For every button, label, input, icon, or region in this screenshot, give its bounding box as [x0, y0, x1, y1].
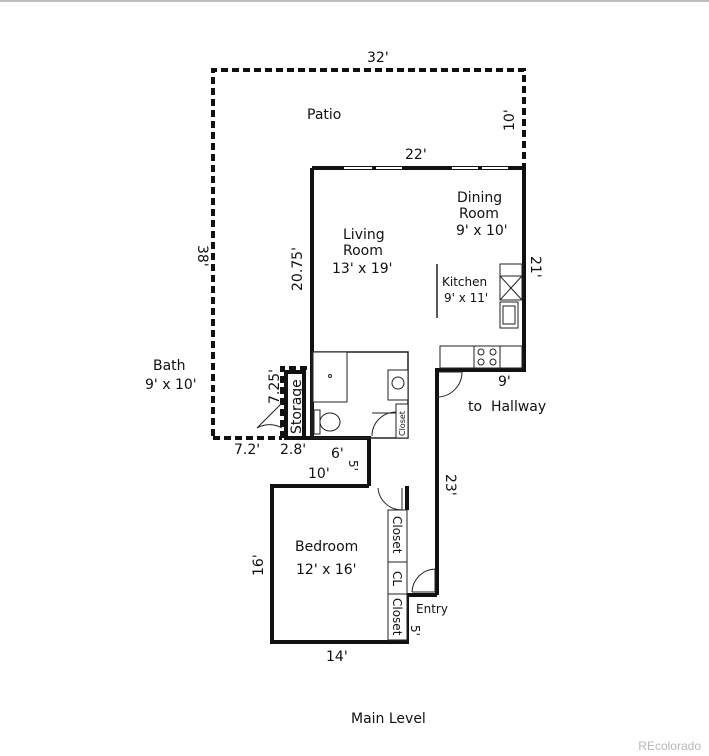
to-hallway-label: to Hallway [468, 399, 546, 415]
door-entry [411, 568, 436, 593]
bath-size-label: 9' x 10' [145, 377, 197, 393]
bath-sink-counter [387, 369, 409, 401]
fridge-cross-2 [499, 275, 523, 301]
living-room-label: Room [343, 243, 383, 259]
bath-sink-icon [391, 376, 405, 390]
stove-icon [473, 345, 501, 369]
storage-height-label: 7.25' [267, 369, 283, 404]
dim-7-2-label: 7.2' [234, 442, 260, 458]
bedroom-label: Bedroom [295, 539, 358, 555]
dim-5-b-label: 5' [408, 625, 422, 636]
entry-label: Entry [416, 602, 448, 616]
west-length-label: 38' [194, 245, 210, 267]
closet-b-label: Closet [390, 598, 404, 636]
door-hallway [436, 371, 463, 398]
fridge-icon [499, 263, 523, 301]
level-label: Main Level [351, 711, 426, 727]
toilet-tank [313, 409, 321, 435]
bath-closet [395, 403, 409, 439]
closet-a-label: Closet [390, 516, 404, 554]
burner-2 [489, 348, 497, 356]
storage-outline [280, 366, 312, 438]
living-width-label: 22' [405, 147, 427, 163]
bath-closet-label: Closet [398, 411, 407, 436]
bath-label: Bath [153, 358, 186, 374]
bedroom-walls [270, 484, 437, 644]
kitchen-sink-basin [502, 305, 516, 325]
hall-length-label: 23' [442, 474, 458, 496]
burner-3 [477, 358, 485, 366]
dining-size-label: 9' x 10' [456, 223, 508, 239]
kitchen-size-label: 9' x 11' [444, 291, 488, 305]
dining-room-label: Room [459, 206, 499, 222]
toilet-icon [319, 412, 341, 432]
bathtub-drain [328, 374, 332, 378]
east-length-label: 21' [527, 256, 543, 278]
door-storage [256, 402, 283, 429]
living-label: Living [343, 227, 385, 243]
bedroom-height-label: 16' [251, 554, 267, 576]
patio-depth-label: 10' [502, 109, 518, 131]
dim-5-a-label: 5' [346, 460, 360, 471]
dim-2-8-label: 2.8' [280, 442, 306, 458]
living-height-label: 20.75' [290, 247, 306, 291]
bedroom-size-label: 12' x 16' [296, 562, 357, 578]
dim-10-label: 10' [308, 466, 330, 482]
patio-outline [211, 68, 526, 436]
patio-width-label: 32' [367, 50, 389, 66]
watermark-logo: REcolorado [638, 739, 701, 753]
kitchen-width-label: 9' [498, 374, 511, 390]
kitchen-sink-icon [499, 301, 519, 329]
door-bedroom [377, 487, 403, 511]
dim-6-label: 6' [331, 446, 344, 462]
burner-1 [477, 348, 485, 356]
closet-cl-label: CL [390, 571, 404, 586]
kitchen-label: Kitchen [442, 275, 487, 289]
top-border [0, 0, 709, 2]
patio-label: Patio [307, 107, 341, 123]
bedroom-closet-b [387, 593, 408, 641]
living-size-label: 13' x 19' [332, 261, 393, 277]
dining-label: Dining [457, 190, 502, 206]
bedroom-width-label: 14' [326, 649, 348, 665]
storage-label: Storage [289, 379, 305, 434]
burner-4 [489, 358, 497, 366]
door-bath [371, 411, 397, 437]
